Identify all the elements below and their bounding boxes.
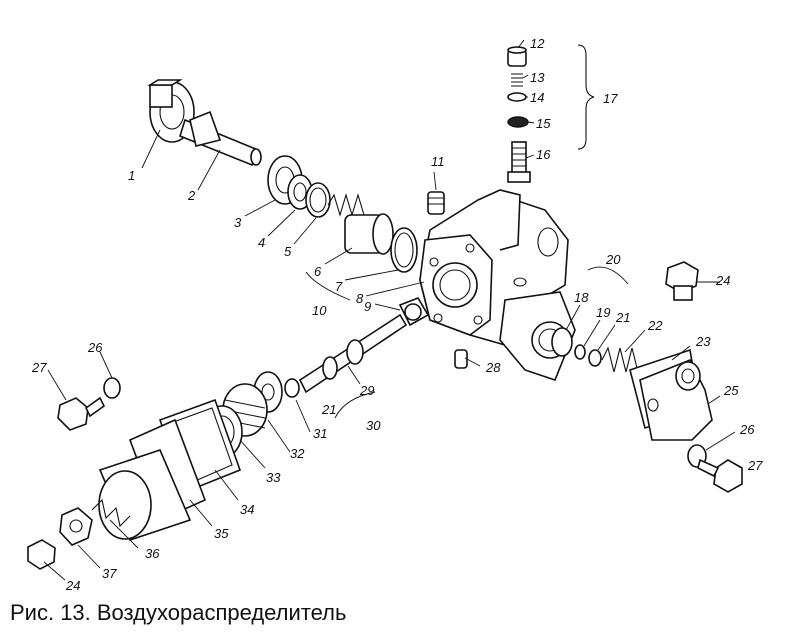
- exploded-view-drawing: 1 2 3 4 5 6 7 8 9 10 11 12 13 14 15 16 1…: [27, 36, 763, 593]
- part-17-bracket: [577, 44, 595, 150]
- part-27-bolt-left: [57, 396, 106, 431]
- part-26-washer-left: [103, 377, 121, 399]
- part-9-nut: [398, 297, 430, 327]
- callout-25: 25: [723, 383, 739, 398]
- part-29-stem: [298, 313, 408, 394]
- callout-3: 3: [234, 215, 242, 230]
- callout-17: 17: [603, 91, 618, 106]
- callout-labels: 1 2 3 4 5 6 7 8 9 10 11 12 13 14 15 16 1…: [31, 36, 763, 593]
- callout-22: 22: [647, 318, 663, 333]
- callout-23: 23: [695, 334, 711, 349]
- callout-24b: 24: [65, 578, 80, 593]
- callout-6: 6: [314, 264, 322, 279]
- callout-2: 2: [187, 188, 196, 203]
- part-19-pin: [574, 344, 586, 360]
- part-37-nut: [59, 507, 93, 546]
- callout-18: 18: [574, 290, 589, 305]
- part-13-spring: [511, 73, 523, 87]
- callout-20: 20: [605, 252, 621, 267]
- callout-27b: 27: [31, 360, 47, 375]
- callout-31: 31: [313, 426, 327, 441]
- callout-21b: 21: [321, 402, 336, 417]
- callout-1: 1: [128, 168, 135, 183]
- part-21-ring: [284, 378, 300, 398]
- part-27-bolt-right: [697, 458, 743, 493]
- callout-16: 16: [536, 147, 551, 162]
- part-22-spring: [601, 346, 639, 373]
- part-18-ring: [551, 327, 573, 357]
- part-5-ring: [305, 182, 331, 218]
- callout-11: 11: [431, 154, 445, 169]
- part-11-insert: [427, 191, 445, 215]
- callout-26b: 26: [87, 340, 103, 355]
- callout-35: 35: [214, 526, 229, 541]
- leader-lines: [43, 39, 741, 581]
- callout-13: 13: [530, 70, 545, 85]
- callout-36: 36: [145, 546, 160, 561]
- callout-12: 12: [530, 36, 545, 51]
- callout-27: 27: [747, 458, 763, 473]
- part-25-cover: [639, 358, 713, 441]
- part-15-seal: [507, 116, 529, 128]
- part-16-fitting: [507, 141, 531, 183]
- callout-7: 7: [335, 279, 343, 294]
- part-28-pin: [454, 349, 468, 369]
- part-6-spring-piston: [327, 193, 394, 255]
- part-24-bolt-left: [27, 539, 56, 570]
- part-21-ring-right: [588, 349, 602, 367]
- callout-32: 32: [290, 446, 305, 461]
- callout-10: 10: [312, 303, 327, 318]
- callout-9: 9: [364, 299, 371, 314]
- callout-24: 24: [715, 273, 730, 288]
- callout-26: 26: [739, 422, 755, 437]
- callout-28: 28: [485, 360, 501, 375]
- part-36-spring: [91, 498, 131, 528]
- callout-21: 21: [615, 310, 630, 325]
- callout-37: 37: [102, 566, 117, 581]
- part-12-cap: [507, 46, 527, 67]
- callout-15: 15: [536, 116, 551, 131]
- part-2-shaft: [179, 110, 262, 167]
- part-14-washer: [507, 92, 527, 102]
- callout-14: 14: [530, 90, 544, 105]
- figure-caption: Рис. 13. Воздухораспределитель: [10, 600, 347, 625]
- callout-19: 19: [596, 305, 610, 320]
- callout-33: 33: [266, 470, 281, 485]
- callout-30: 30: [366, 418, 381, 433]
- callout-29: 29: [359, 383, 374, 398]
- part-24-plug-right: [665, 261, 699, 301]
- callout-5: 5: [284, 244, 292, 259]
- callout-34: 34: [240, 502, 254, 517]
- callout-8: 8: [356, 291, 364, 306]
- callout-4: 4: [258, 235, 265, 250]
- part-7-o-ring: [390, 227, 418, 273]
- housing: [419, 189, 576, 381]
